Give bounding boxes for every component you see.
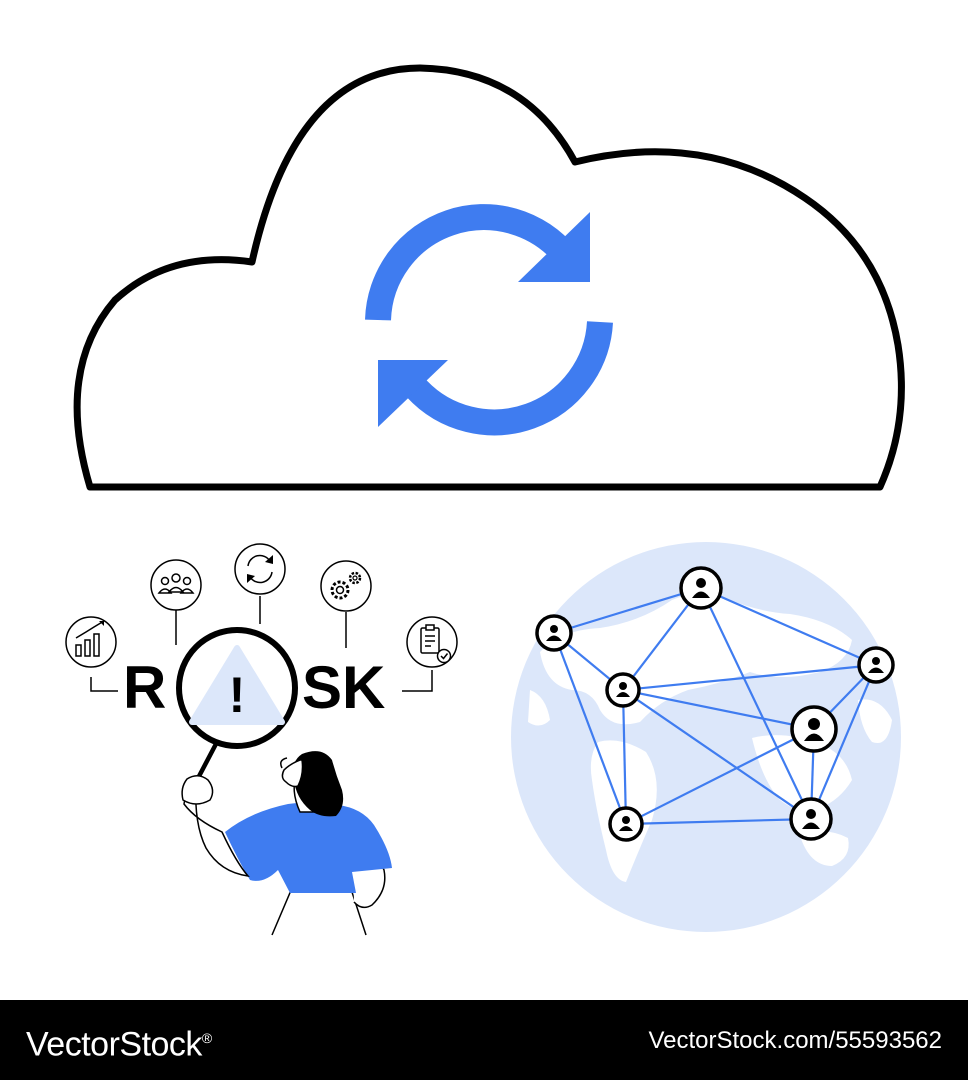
sync-arrows-icon <box>365 204 613 436</box>
risk-letters-sk: SK <box>302 654 385 721</box>
user-node-icon <box>608 806 644 842</box>
user-node-icon <box>790 705 838 753</box>
risk-icon-connectors <box>90 596 433 692</box>
clipboard-check-icon <box>406 616 458 668</box>
illustration: R SK ! <box>65 64 905 936</box>
team-icon <box>150 559 202 611</box>
image-id: VectorStock.com/55593562 <box>648 1027 942 1054</box>
bar-chart-icon <box>65 616 117 668</box>
network-nodes <box>535 566 895 842</box>
gears-icon <box>320 560 372 612</box>
warning-exclamation: ! <box>229 667 246 723</box>
user-node-icon <box>857 646 895 684</box>
brand-name: VectorStock <box>26 1025 202 1064</box>
person-figure <box>181 751 392 936</box>
user-node-icon <box>605 672 641 708</box>
user-node-icon <box>789 797 833 841</box>
watermark-footer: VectorStock® VectorStock.com/55593562 <box>0 1000 968 1080</box>
risk-letter-r: R <box>123 654 166 721</box>
vectorstock-logo: VectorStock® <box>26 1018 212 1064</box>
refresh-icon <box>234 543 286 595</box>
registered-mark: ® <box>201 1030 212 1046</box>
user-node-icon <box>535 614 573 652</box>
warning-triangle-icon: ! <box>189 645 285 725</box>
cloud-icon <box>73 64 905 491</box>
user-node-icon <box>679 566 723 610</box>
